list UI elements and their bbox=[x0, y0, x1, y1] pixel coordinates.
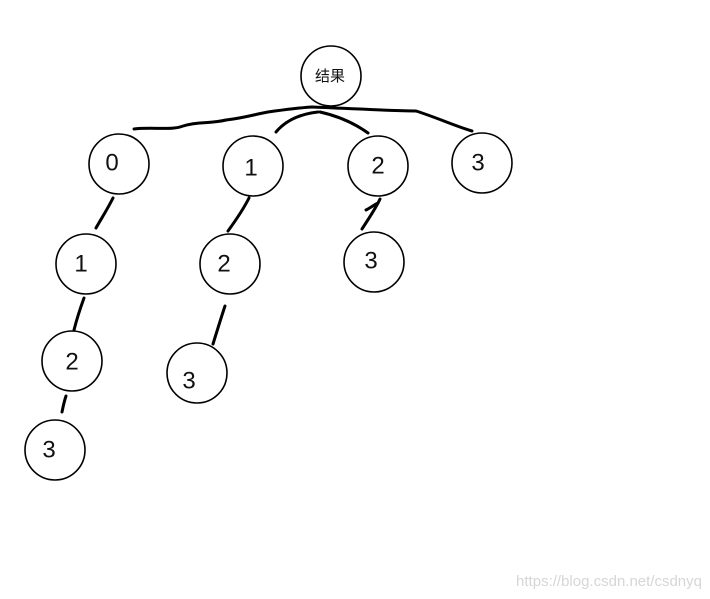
node-d3-label: 3 bbox=[364, 248, 377, 275]
edge-a1-c2 bbox=[226, 196, 251, 233]
node-labels: 结果 0 1 2 3 1 2 3 2 3 3 bbox=[42, 67, 484, 464]
node-a3 bbox=[451, 132, 513, 194]
nodes bbox=[24, 45, 513, 481]
node-c3-label: 3 bbox=[182, 368, 195, 395]
node-a3-label: 3 bbox=[471, 150, 484, 177]
node-a2 bbox=[347, 135, 409, 197]
node-b2 bbox=[41, 330, 103, 392]
node-a0-label: 0 bbox=[105, 150, 118, 177]
node-a1 bbox=[222, 135, 284, 197]
node-b3-label: 3 bbox=[42, 437, 55, 464]
node-b2-label: 2 bbox=[65, 349, 78, 376]
node-b3 bbox=[24, 419, 86, 481]
node-a0 bbox=[88, 133, 150, 195]
node-a1-label: 1 bbox=[244, 155, 257, 182]
node-a2-label: 2 bbox=[371, 153, 384, 180]
node-root-label: 结果 bbox=[315, 67, 345, 85]
edge-root-bar bbox=[132, 105, 474, 133]
edge-b1-b2 bbox=[72, 296, 86, 332]
edge-c2-c3 bbox=[211, 304, 227, 346]
node-d3 bbox=[343, 231, 405, 293]
node-c3 bbox=[166, 342, 228, 404]
edge-root-a1 bbox=[274, 110, 320, 134]
edge-b2-b3 bbox=[60, 394, 68, 414]
node-root bbox=[300, 45, 362, 107]
node-b1-label: 1 bbox=[74, 251, 87, 278]
watermark-text: https://blog.csdn.net/csdnyq bbox=[516, 573, 702, 590]
edge-a2-d3 bbox=[360, 197, 382, 231]
edge-root-a2 bbox=[318, 110, 370, 135]
node-b1 bbox=[55, 233, 117, 295]
edges bbox=[60, 105, 474, 414]
edge-a0-b1 bbox=[94, 196, 115, 230]
edge-a2-d3-stub bbox=[364, 201, 380, 212]
node-c2-label: 2 bbox=[217, 251, 230, 278]
node-c2 bbox=[199, 233, 261, 295]
